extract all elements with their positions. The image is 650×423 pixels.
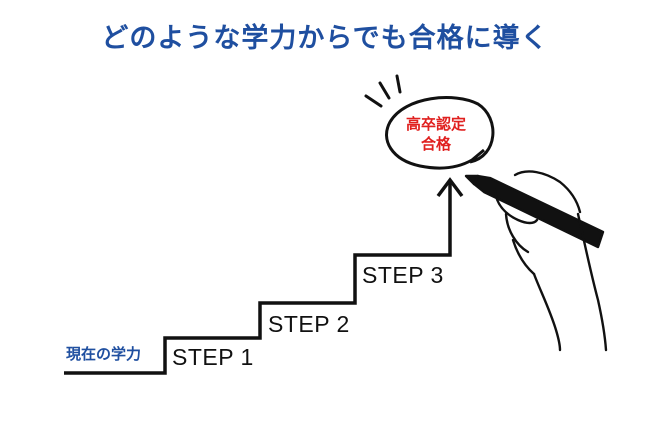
goal-label-line2: 合格: [420, 135, 451, 153]
hand-with-pen-icon: [464, 170, 608, 352]
current-level-label: 現在の学力: [66, 345, 142, 363]
emphasis-marks: [364, 74, 402, 108]
arrow-up-icon: [436, 177, 464, 198]
staircase-line: [64, 182, 452, 375]
headline: どのような学力からでも合格に導く: [101, 23, 549, 54]
goal-circle: [385, 96, 495, 170]
goal-label-line1: 高卒認定: [405, 115, 466, 133]
step-3-label: STEP 3: [362, 262, 444, 288]
step-2-label: STEP 2: [268, 311, 350, 337]
step-1-label: STEP 1: [172, 344, 254, 370]
goal-label: 高卒認定 合格: [397, 114, 475, 154]
